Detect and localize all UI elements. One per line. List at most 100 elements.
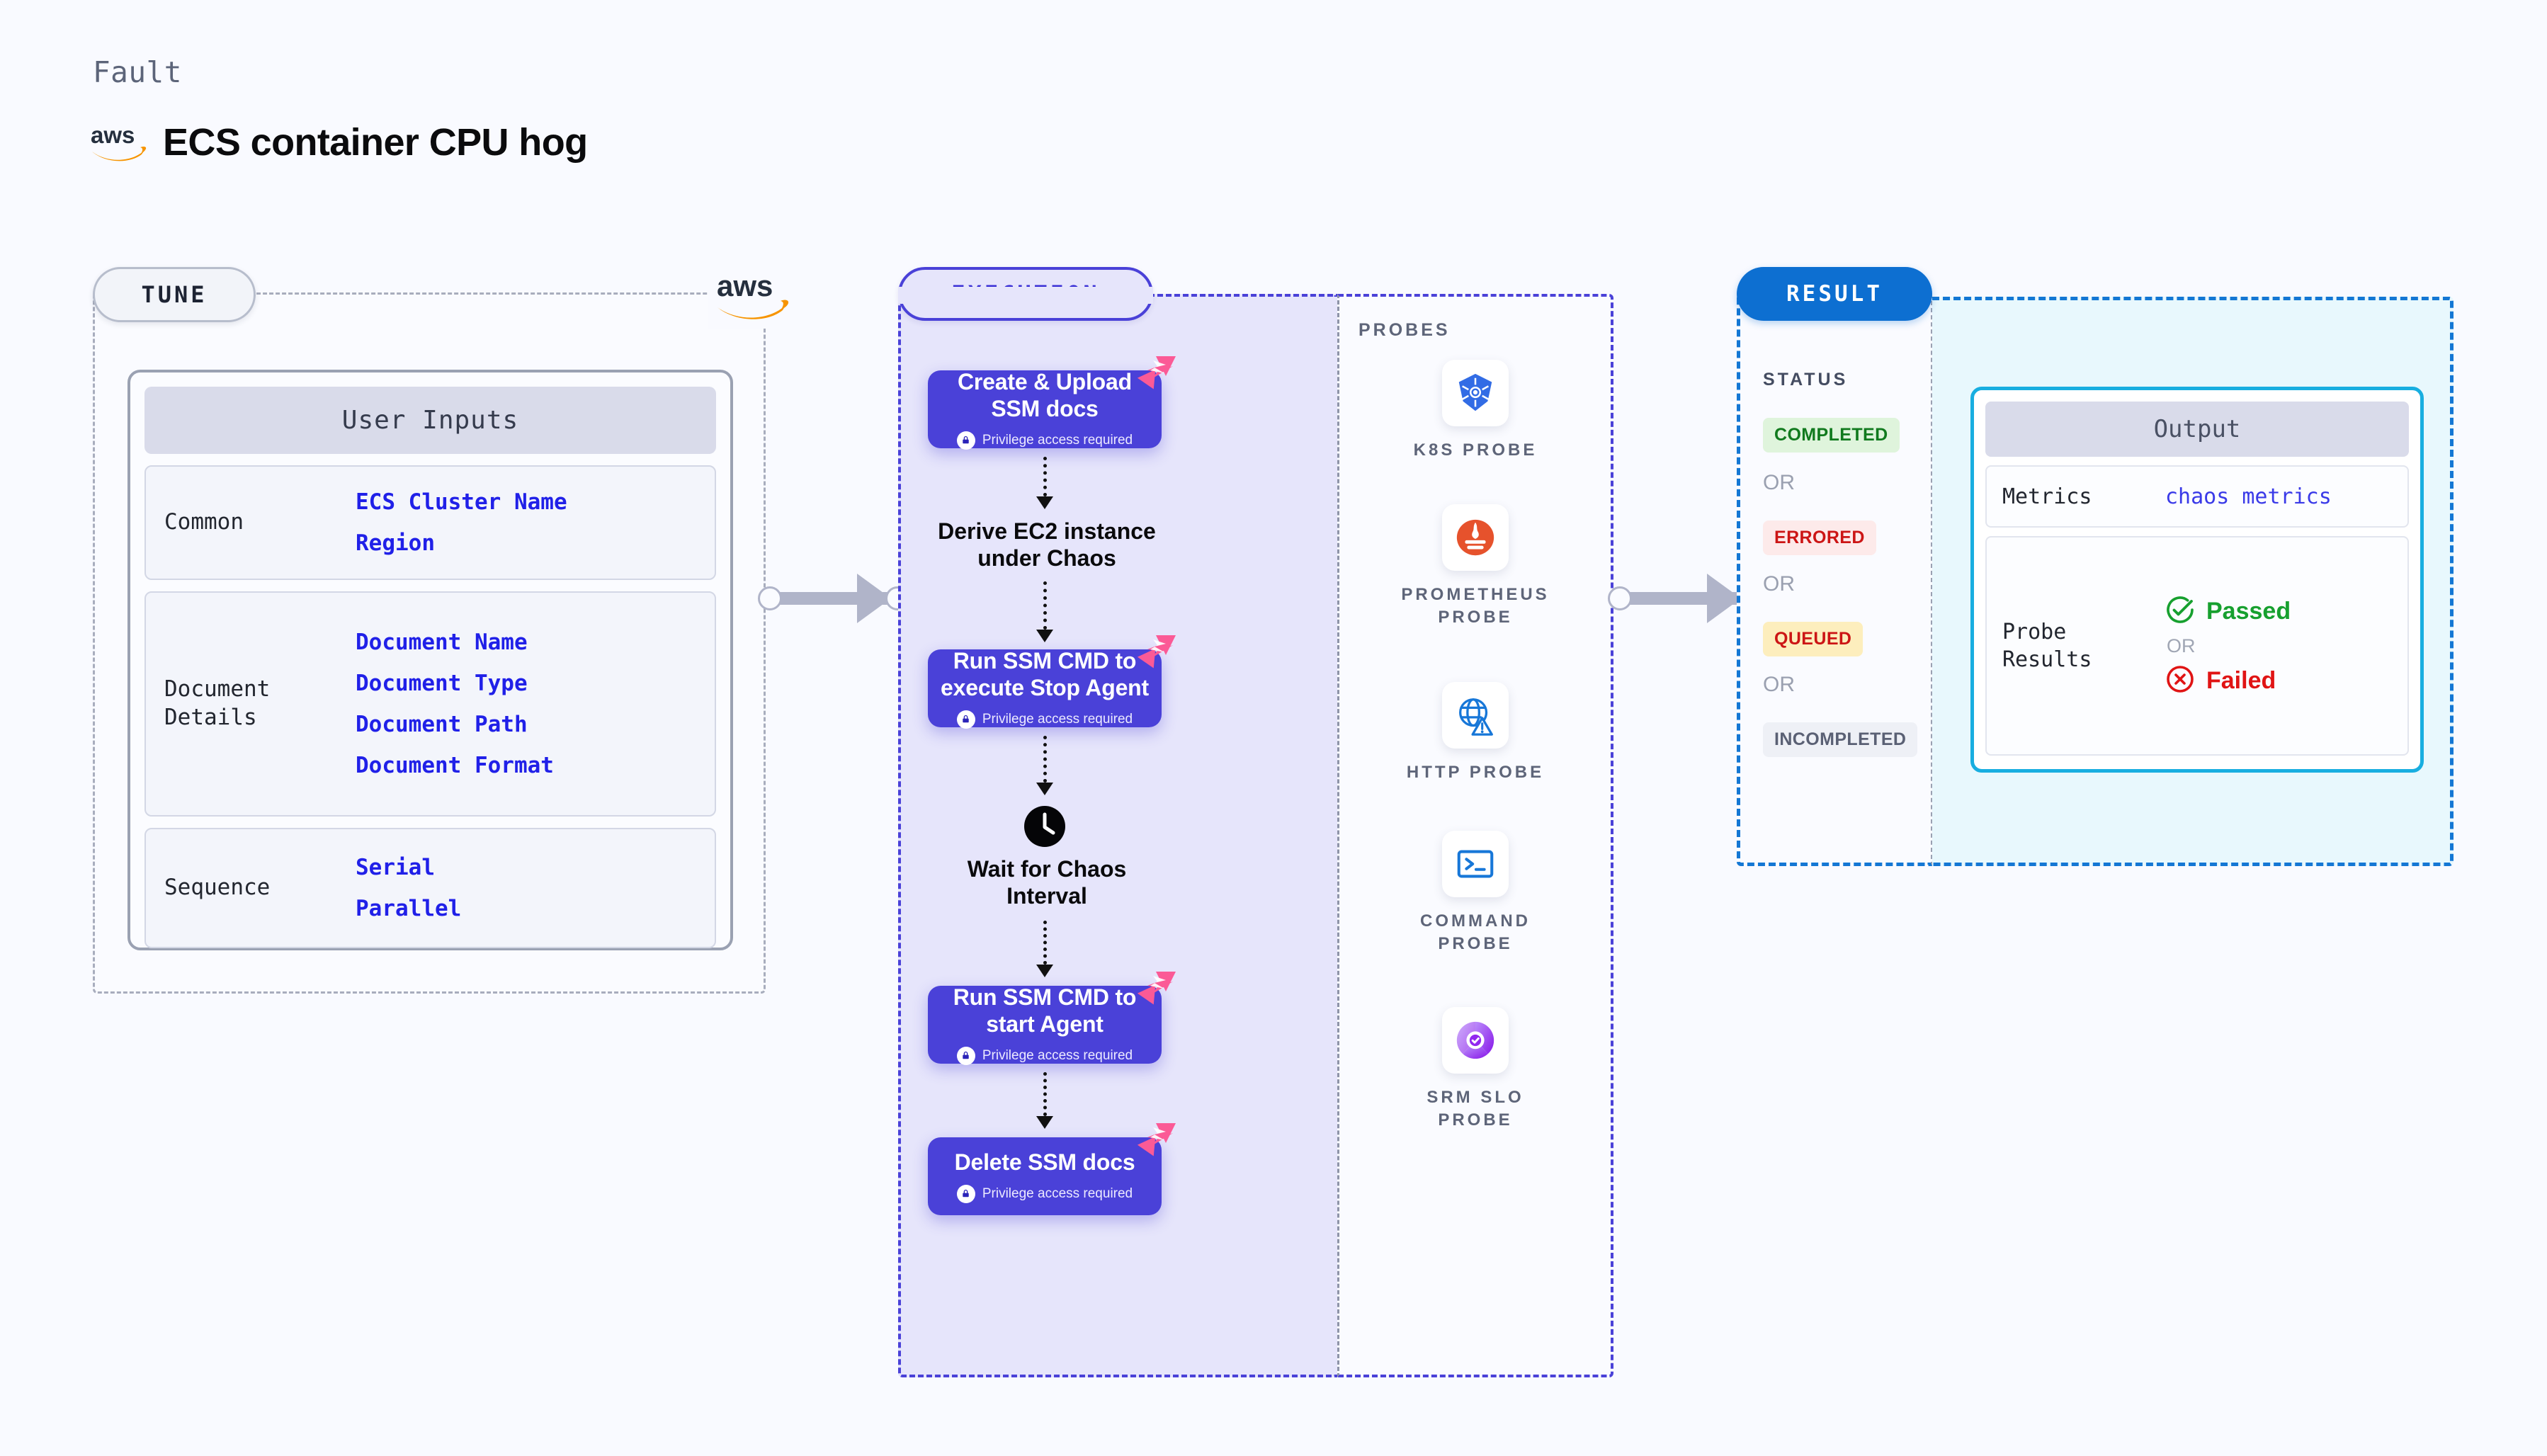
lock-icon: [956, 1184, 975, 1203]
lock-icon: [956, 1046, 975, 1065]
status-badge-incompleted: INCOMPLETED: [1763, 722, 1918, 757]
svg-text:aws: aws: [91, 122, 135, 148]
check-circle-icon: [2165, 595, 2195, 628]
execution-step-run-ssm-cmd-stop-agent[interactable]: Run SSM CMD to execute Stop Agent Privil…: [928, 635, 1176, 729]
litmus-chaos-icon: [1137, 1122, 1177, 1157]
probe-srm-slo[interactable]: SRM SLO PROBE: [1390, 1007, 1560, 1132]
execution-step-create-upload-ssm-docs[interactable]: Create & Upload SSM docs Privilege acces…: [928, 356, 1176, 450]
failed-label: Failed: [2206, 666, 2276, 694]
lock-icon: [956, 710, 975, 729]
terminal-icon: [1442, 831, 1509, 897]
privilege-note: Privilege access required: [956, 710, 1133, 729]
flow-arrow-icon: [1036, 630, 1053, 642]
flow-connector: [1043, 581, 1047, 630]
litmus-chaos-icon: [1137, 634, 1177, 669]
svg-text:aws: aws: [717, 269, 773, 302]
probe-label: COMMAND PROBE: [1420, 911, 1531, 954]
execution-step-delete-ssm-docs[interactable]: Delete SSM docs Privilege access require…: [928, 1123, 1176, 1215]
tune-input-ecs-cluster-name[interactable]: ECS Cluster Name: [356, 489, 567, 515]
flow-arrow-icon: [1036, 496, 1053, 509]
tune-section-label: Document Details: [164, 676, 271, 730]
flow-arrow-icon: [1036, 965, 1053, 977]
privilege-note: Privilege access required: [956, 1046, 1133, 1065]
privilege-note-label: Privilege access required: [982, 432, 1133, 448]
execution-pill-notch: [898, 287, 1153, 304]
page-header: aws ECS container CPU hog: [91, 120, 588, 164]
user-inputs-card: User Inputs Common ECS Cluster Name Regi…: [127, 370, 733, 950]
flow-connector: [1043, 457, 1047, 496]
tune-input-document-name[interactable]: Document Name: [356, 630, 528, 655]
privilege-note-label: Privilege access required: [982, 1047, 1133, 1063]
litmus-chaos-icon: [1137, 970, 1177, 1006]
execution-step-derive-ec2-instance: Derive EC2 instance under Chaos: [938, 518, 1156, 571]
tune-section-common: Common ECS Cluster Name Region: [144, 465, 716, 580]
tune-input-document-format[interactable]: Document Format: [356, 753, 554, 778]
status-or-label: OR: [1763, 572, 1795, 596]
page-eyebrow: Fault: [93, 55, 182, 89]
execution-step-run-ssm-cmd-start-agent[interactable]: Run SSM CMD to start Agent Privilege acc…: [928, 972, 1176, 1065]
aws-logo-icon: aws: [717, 269, 789, 319]
result-pill[interactable]: RESULT: [1737, 267, 1932, 321]
lock-icon: [956, 431, 975, 450]
http-globe-warning-icon: [1442, 682, 1509, 749]
probe-result-or-label: OR: [2167, 635, 2196, 656]
probe-prometheus[interactable]: PROMETHEUS PROBE: [1390, 504, 1560, 630]
output-card-title: Output: [1985, 402, 2409, 457]
clock-icon: [1023, 805, 1066, 848]
probe-result-passed: Passed: [2165, 595, 2291, 628]
flow-connector: [1043, 921, 1047, 965]
status-badge-completed: COMPLETED: [1763, 418, 1900, 453]
tune-input-region[interactable]: Region: [356, 530, 435, 556]
result-panel: [1737, 294, 1932, 866]
step-title: Create & Upload SSM docs: [958, 369, 1132, 421]
connector-start-dot: [1608, 586, 1632, 610]
status-or-label: OR: [1763, 673, 1795, 696]
probe-command[interactable]: COMMAND PROBE: [1390, 831, 1560, 956]
flow-connector: [1043, 1072, 1047, 1116]
connector-tune-to-execution: [758, 574, 914, 623]
flow-arrow-icon: [1036, 1116, 1053, 1129]
metrics-value[interactable]: chaos metrics: [2165, 484, 2332, 509]
tune-section-label: Common: [164, 509, 244, 535]
tune-input-serial[interactable]: Serial: [356, 855, 435, 880]
prometheus-icon: [1442, 504, 1509, 571]
probe-label: PROMETHEUS PROBE: [1401, 585, 1550, 627]
aws-logo-icon: aws: [91, 122, 147, 163]
flow-arrow-icon: [1036, 783, 1053, 795]
litmus-chaos-icon: [1137, 355, 1177, 390]
status-badge-errored: ERRORED: [1763, 521, 1876, 555]
x-circle-icon: [2165, 664, 2195, 698]
probe-label: K8S PROBE: [1413, 440, 1538, 460]
probe-label: HTTP PROBE: [1406, 763, 1545, 782]
privilege-note-label: Privilege access required: [982, 1185, 1133, 1201]
probe-k8s[interactable]: K8S PROBE: [1390, 360, 1560, 462]
probe-result-failed: Failed: [2165, 664, 2291, 698]
flow-connector: [1043, 736, 1047, 783]
probes-title: PROBES: [1358, 320, 1451, 340]
privilege-note: Privilege access required: [956, 431, 1133, 450]
privilege-note: Privilege access required: [956, 1184, 1133, 1203]
output-row-metrics: Metrics chaos metrics: [1985, 465, 2409, 528]
status-or-label: OR: [1763, 471, 1795, 494]
step-title: Run SSM CMD to execute Stop Agent: [941, 648, 1149, 700]
step-title: Delete SSM docs: [954, 1149, 1135, 1176]
status-badge-queued: QUEUED: [1763, 622, 1864, 656]
passed-label: Passed: [2206, 597, 2291, 625]
tune-input-document-type[interactable]: Document Type: [356, 671, 528, 696]
connector-start-dot: [758, 586, 782, 610]
probe-results-label: Probe Results: [2002, 620, 2092, 672]
execution-flow: Create & Upload SSM docs Privilege acces…: [898, 294, 1337, 1377]
execution-step-wait-for-chaos-interval: Wait for Chaos Interval: [967, 856, 1127, 909]
page-title: ECS container CPU hog: [163, 121, 588, 164]
output-card: Output Metrics chaos metrics Probe Resul…: [1970, 387, 2424, 773]
tune-provider-logo: aws: [708, 261, 798, 329]
user-inputs-title: User Inputs: [144, 387, 716, 454]
step-title: Run SSM CMD to start Agent: [953, 984, 1137, 1037]
probe-http[interactable]: HTTP PROBE: [1390, 682, 1560, 784]
output-row-probe-results: Probe Results Passed OR Failed: [1985, 536, 2409, 756]
tune-input-document-path[interactable]: Document Path: [356, 712, 528, 737]
tune-pill[interactable]: TUNE: [93, 267, 256, 322]
tune-input-parallel[interactable]: Parallel: [356, 896, 462, 921]
srm-slo-icon: [1442, 1007, 1509, 1074]
